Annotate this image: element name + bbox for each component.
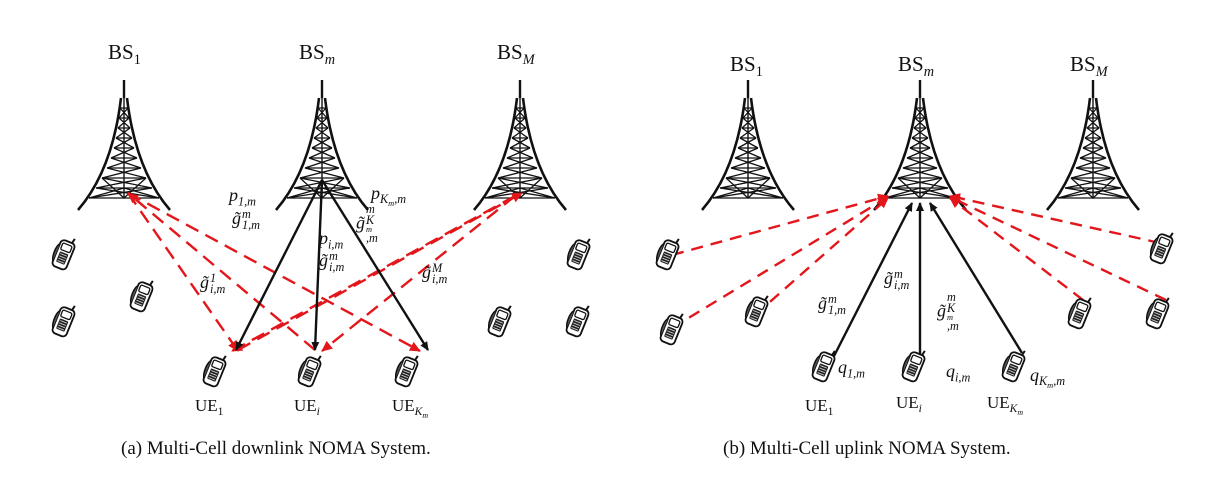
phone-icon bbox=[898, 344, 929, 384]
caption-downlink: (a) Multi-Cell downlink NOMA System. bbox=[121, 438, 431, 459]
power-label-1: p1,m bbox=[229, 185, 257, 209]
phone-icon bbox=[741, 289, 772, 329]
phone-icon bbox=[48, 232, 79, 272]
right-panel bbox=[652, 78, 1177, 384]
phone-icon bbox=[1146, 226, 1177, 266]
phone-icon bbox=[1142, 291, 1173, 331]
tower-icon bbox=[1045, 78, 1141, 212]
ue-label-1: UE1 bbox=[195, 396, 224, 419]
phone-icon bbox=[652, 232, 683, 272]
phone-icon bbox=[656, 307, 687, 347]
phone-icon bbox=[294, 349, 325, 389]
phone-icon bbox=[998, 344, 1029, 384]
ue-label-1: UE1 bbox=[805, 396, 834, 419]
tower-icon bbox=[472, 78, 568, 212]
phone-icon bbox=[563, 232, 594, 272]
power-label-1: q1,m bbox=[838, 357, 866, 381]
bs-label-M: BSM bbox=[1070, 52, 1108, 80]
caption-uplink: (b) Multi-Cell uplink NOMA System. bbox=[723, 438, 1011, 459]
signal-links bbox=[234, 179, 430, 351]
signal-links bbox=[830, 202, 1024, 361]
bs-label-1: BS1 bbox=[108, 40, 141, 68]
phone-icon bbox=[391, 349, 422, 389]
ue-label-i: UEi bbox=[294, 396, 320, 419]
interference-links bbox=[671, 193, 1167, 330]
tower-icon bbox=[76, 78, 172, 212]
left-panel bbox=[48, 78, 594, 389]
ue-label-k: UEKm bbox=[987, 393, 1024, 417]
bs-label-1: BS1 bbox=[730, 52, 763, 80]
tower-icon bbox=[700, 78, 796, 212]
bs-label-m: BSm bbox=[898, 52, 934, 80]
power-label-i: qi,m bbox=[946, 361, 971, 385]
phone-icon bbox=[562, 299, 593, 339]
ue-label-k: UEKm bbox=[392, 396, 429, 420]
phone-icon bbox=[199, 349, 230, 389]
power-label-k: qKm,m bbox=[1030, 365, 1066, 391]
phone-icon bbox=[808, 344, 839, 384]
bs-label-m: BSm bbox=[299, 40, 335, 68]
bs-label-M: BSM bbox=[497, 40, 535, 68]
phone-icon bbox=[48, 299, 79, 339]
power-label-i: pi,m bbox=[319, 228, 344, 252]
phone-icon bbox=[126, 274, 157, 314]
power-label-k: pKm,m bbox=[371, 183, 407, 209]
ue-label-i: UEi bbox=[896, 393, 922, 416]
tower-icon bbox=[872, 78, 968, 212]
phone-icon bbox=[484, 299, 515, 339]
